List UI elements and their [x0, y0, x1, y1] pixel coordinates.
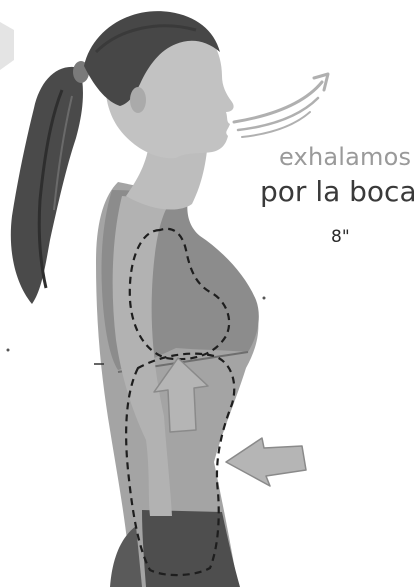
- ponytail: [11, 61, 89, 304]
- ear: [130, 87, 146, 113]
- corner-mark: [0, 22, 14, 70]
- left-arrow-icon: [226, 438, 306, 486]
- duration-label: 8": [331, 227, 350, 247]
- exhale-caption: exhalamos: [279, 143, 411, 171]
- stray-dot: [7, 349, 10, 352]
- stray-dot: [263, 297, 266, 300]
- mouth-caption: por la boca: [260, 175, 414, 208]
- curved-arrow-icon: [234, 74, 328, 137]
